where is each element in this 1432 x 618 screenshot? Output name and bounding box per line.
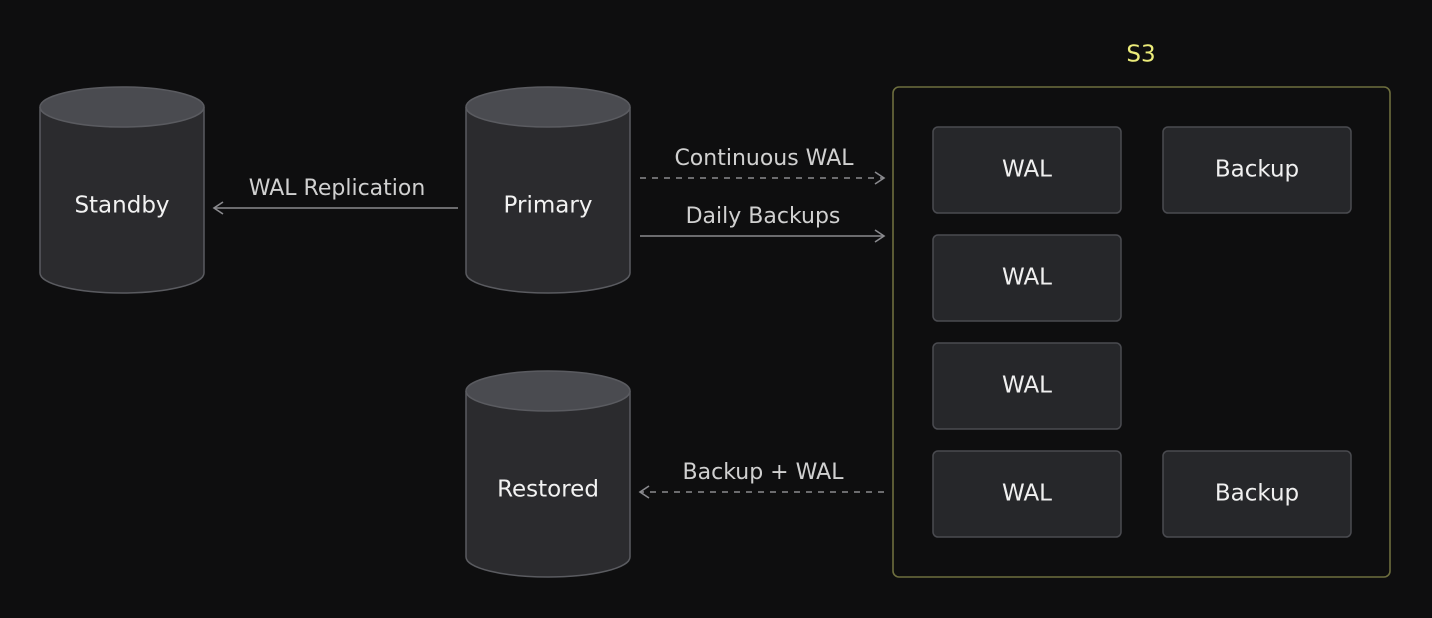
s3-item-label: Backup <box>1215 157 1299 183</box>
wal-replication-label: WAL Replication <box>249 176 426 201</box>
s3-item-box <box>932 126 1122 214</box>
s3-item-wal: WAL <box>932 126 1122 214</box>
s3-item-box <box>1162 126 1352 214</box>
s3-item-wal: WAL <box>932 234 1122 322</box>
s3-item-box <box>1162 450 1352 538</box>
restored-label: Restored <box>497 477 599 503</box>
daily-backups-edge: Daily Backups <box>640 204 886 243</box>
primary-label: Primary <box>504 193 593 219</box>
restored-database: Restored <box>465 370 631 578</box>
s3-item-backup: Backup <box>1162 450 1352 538</box>
restored-cylinder-body <box>465 391 631 578</box>
standby-cylinder-top <box>39 86 205 128</box>
primary-database: Primary <box>465 86 631 294</box>
continuous-wal-edge: Continuous WAL <box>640 146 886 185</box>
s3-item-backup: Backup <box>1162 126 1352 214</box>
backup-plus-wal-label: Backup + WAL <box>683 460 845 485</box>
standby-label: Standby <box>74 193 169 219</box>
s3-item-label: WAL <box>1002 157 1052 183</box>
daily-backups-label: Daily Backups <box>686 204 841 229</box>
s3-item-label: WAL <box>1002 481 1052 507</box>
primary-cylinder-body <box>465 107 631 294</box>
wal-replication-edge: WAL Replication <box>212 176 458 215</box>
s3-item-label: WAL <box>1002 373 1052 399</box>
standby-database: Standby <box>39 86 205 294</box>
s3-item-box <box>932 234 1122 322</box>
continuous-wal-label: Continuous WAL <box>674 146 854 171</box>
backup-plus-wal-edge: Backup + WAL <box>638 460 884 499</box>
s3-bucket: S3 WAL Backup WAL WAL WAL Backup <box>892 42 1391 578</box>
s3-title: S3 <box>1126 42 1155 68</box>
s3-item-wal: WAL <box>932 342 1122 430</box>
s3-item-label: Backup <box>1215 481 1299 507</box>
restored-cylinder-top <box>465 370 631 412</box>
s3-item-label: WAL <box>1002 265 1052 291</box>
s3-item-wal: WAL <box>932 450 1122 538</box>
primary-cylinder-top <box>465 86 631 128</box>
s3-item-box <box>932 342 1122 430</box>
s3-item-box <box>932 450 1122 538</box>
standby-cylinder-body <box>39 107 205 294</box>
